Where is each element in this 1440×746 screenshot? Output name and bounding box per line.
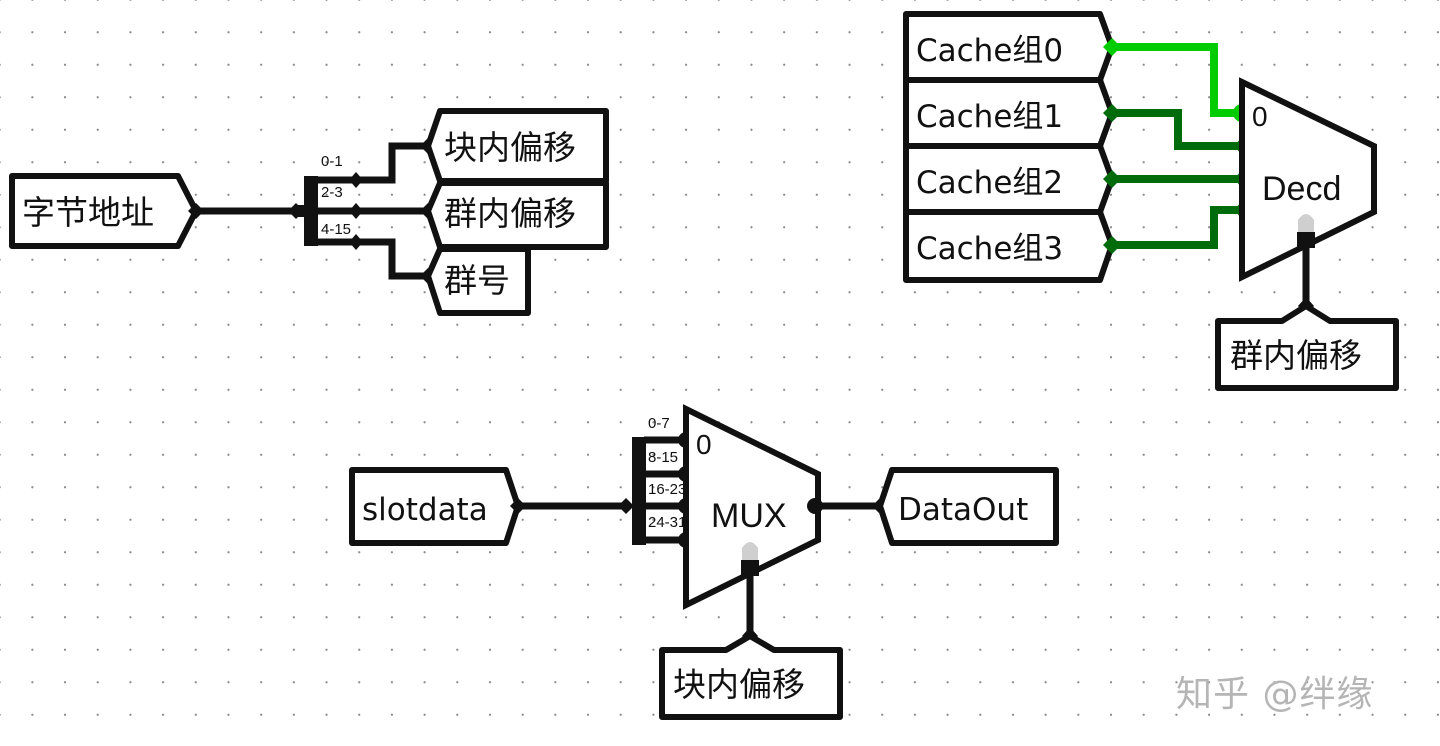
input-pin-label: slotdata [362,492,488,528]
wire-active[interactable] [1112,43,1242,117]
tunnel-label: Cache组1 [916,99,1063,135]
selector-port [741,560,759,576]
wire[interactable] [356,142,428,184]
decoder-label: Decd [1262,170,1341,208]
watermark: 知乎 @绊缘 [1176,674,1374,715]
decoder-component[interactable]: Decd 0 [1239,77,1377,282]
wire-joint [1103,38,1121,56]
port-0-label: 0 [696,429,712,460]
wire-inactive[interactable] [1112,206,1242,249]
output-pin-block-offset[interactable]: 块内偏移 [425,108,609,184]
input-pin-slotdata[interactable]: slotdata [349,467,521,546]
output-pin-dataout[interactable]: DataOut [877,467,1059,546]
input-pin-label: 字节地址 [22,193,154,232]
splitter-label: 4-15 [321,221,351,238]
tunnel-label: Cache组2 [916,165,1063,201]
output-pin-label: 群号 [444,261,510,300]
wire-joint [1103,236,1121,254]
output-pin-label: 块内偏移 [444,128,576,167]
selector-tip [1298,214,1314,232]
wire-inactive[interactable] [1112,109,1242,150]
splitter-label: 8-15 [648,449,678,466]
wire-joint [1103,170,1121,188]
tunnel-label: Cache组3 [916,231,1063,267]
select-pin-label: 块内偏移 [673,665,805,704]
output-pin-group-offset[interactable]: 群内偏移 [425,180,609,250]
tunnel-cache-group-2[interactable]: Cache组2 [903,143,1115,215]
input-pin-byte-address[interactable]: 字节地址 [9,173,199,249]
wire-joint [510,498,526,514]
splitter-label: 16-23 [648,481,686,498]
tunnel-label: Cache组0 [916,33,1063,69]
port-0-label: 0 [1252,101,1268,132]
splitter-label: 24-31 [648,514,686,531]
output-pin-label: DataOut [898,492,1028,528]
splitter-label: 0-1 [321,153,343,170]
wire-joint [618,498,634,514]
splitter-label: 0-7 [648,415,670,432]
selector-port [1297,232,1315,248]
wire[interactable] [356,238,428,280]
wire-joint [1103,104,1121,122]
wire-joint [188,203,204,219]
mux-label: MUX [711,497,787,535]
selector-tip [742,542,758,560]
tunnel-cache-group-3[interactable]: Cache组3 [903,209,1115,283]
mux-circuit: slotdata 0-7 8-15 16-23 24-31 MUX 0 [349,404,1059,720]
select-pin-block-offset[interactable]: 块内偏移 [659,633,843,720]
decoder-circuit: Cache组0 Cache组1 Cache组2 Cache组3 Decd [903,11,1399,391]
select-pin-group-offset[interactable]: 群内偏移 [1215,303,1399,391]
tunnel-cache-group-0[interactable]: Cache组0 [903,11,1115,83]
output-pin-label: 群内偏移 [444,194,576,233]
splitter-label: 2-3 [321,184,343,201]
tunnel-cache-group-1[interactable]: Cache组1 [903,77,1115,149]
mux-component[interactable]: MUX 0 [683,404,821,610]
select-pin-label: 群内偏移 [1230,336,1362,375]
address-splitter-circuit: 字节地址 0-1 2-3 4-15 块内偏移 [9,108,609,316]
output-pin-group-number[interactable]: 群号 [425,246,531,316]
